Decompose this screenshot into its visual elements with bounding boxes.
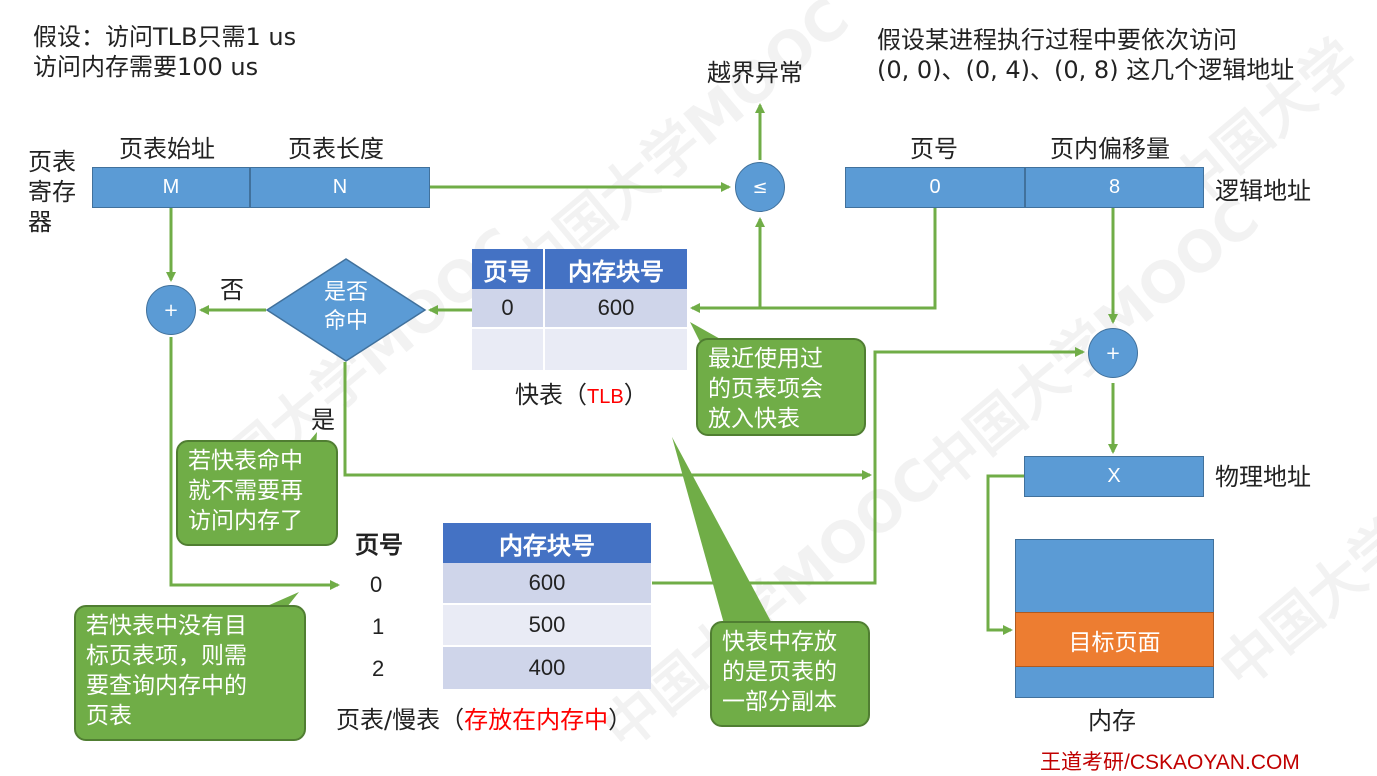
left-adder-node: + bbox=[146, 285, 196, 335]
callout-line: 访问内存了 bbox=[188, 508, 303, 534]
page-table-caption-end: ） bbox=[608, 706, 633, 734]
logical-page-cell: 0 bbox=[845, 167, 1025, 208]
callout-line: 快表中存放 bbox=[722, 629, 837, 655]
tlb-cell: 0 bbox=[472, 289, 545, 329]
page-table-register-label: 页表 寄存 器 bbox=[28, 147, 76, 237]
logical-address-label: 逻辑地址 bbox=[1215, 177, 1311, 205]
page-table-page-number: 1 bbox=[372, 614, 385, 639]
physical-address-label: 物理地址 bbox=[1215, 463, 1311, 491]
callout-line: 页表 bbox=[86, 703, 132, 729]
page-table-page-number: 0 bbox=[370, 572, 383, 597]
page-table-register-label-line: 寄存 bbox=[28, 178, 76, 206]
callout-line: 一部分副本 bbox=[722, 689, 837, 715]
page-table-caption-highlight: 存放在内存中 bbox=[464, 706, 609, 734]
callout-line: 标页表项，则需 bbox=[86, 643, 247, 669]
callout-line: 若快表命中 bbox=[188, 448, 303, 474]
right-adder-node: + bbox=[1088, 328, 1138, 378]
compare-node: ≤ bbox=[735, 162, 785, 212]
page-table-length-cell: N bbox=[250, 167, 430, 208]
process-note-line-1: 假设某进程执行过程中要依次访问 bbox=[877, 26, 1237, 54]
memory-label: 内存 bbox=[1088, 707, 1136, 735]
callout-tlb-miss: 若快表中没有目 标页表项，则需 要查询内存中的 页表 bbox=[74, 605, 306, 741]
page-table-start-header: 页表始址 bbox=[119, 135, 215, 163]
callout-line: 的是页表的 bbox=[722, 659, 837, 685]
logical-page-header: 页号 bbox=[910, 135, 958, 163]
page-table-block-cell: 500 bbox=[443, 605, 651, 647]
footer-brand: 王道考研/CSKAOYAN.COM bbox=[1040, 751, 1300, 774]
callout-line: 要查询内存中的 bbox=[86, 673, 247, 699]
logical-offset-cell: 8 bbox=[1025, 167, 1204, 208]
out-of-bounds-label: 越界异常 bbox=[707, 59, 803, 87]
tlb-header-page: 页号 bbox=[472, 249, 545, 289]
page-table-caption-text: 页表/慢表（ bbox=[336, 706, 465, 734]
tlb-cell bbox=[545, 329, 687, 370]
callout-line: 最近使用过 bbox=[708, 346, 823, 372]
hit-decision-label: 是否 命中 bbox=[265, 278, 427, 336]
callout-tlb-hit: 若快表命中 就不需要再 访问内存了 bbox=[176, 440, 338, 546]
tlb-cell: 600 bbox=[545, 289, 687, 329]
tlb-caption-text: 快表（ bbox=[515, 381, 587, 409]
page-table-register-label-line: 器 bbox=[28, 208, 52, 236]
target-page: 目标页面 bbox=[1015, 612, 1214, 667]
assumption-line-2: 访问内存需要100 us bbox=[33, 53, 259, 81]
page-table-block-header: 内存块号 bbox=[443, 523, 651, 563]
tlb-caption-highlight: TLB bbox=[587, 386, 624, 408]
hit-decision-line: 命中 bbox=[323, 309, 368, 334]
callout-line: 的页表项会 bbox=[708, 376, 823, 402]
page-table-start-cell: M bbox=[92, 167, 250, 208]
callout-line: 放入快表 bbox=[708, 406, 800, 432]
callout-line: 若快表中没有目 bbox=[86, 613, 247, 639]
callout-pointer bbox=[672, 437, 776, 631]
no-label: 否 bbox=[220, 276, 244, 304]
page-table-page-header: 页号 bbox=[355, 531, 403, 559]
hit-decision-line: 是否 bbox=[323, 280, 368, 305]
callout-recent-entries: 最近使用过 的页表项会 放入快表 bbox=[696, 338, 866, 436]
page-table-length-header: 页表长度 bbox=[288, 135, 384, 163]
tlb-caption: 快表（TLB） bbox=[515, 380, 648, 412]
page-table-block-cell: 600 bbox=[443, 563, 651, 605]
page-table-register-label-line: 页表 bbox=[28, 148, 76, 176]
physical-address-cell: X bbox=[1024, 456, 1204, 497]
callout-line: 就不需要再 bbox=[188, 478, 303, 504]
page-table-page-number: 2 bbox=[372, 656, 385, 681]
callout-tlb-copy: 快表中存放 的是页表的 一部分副本 bbox=[710, 621, 870, 727]
page-table-block-cell: 400 bbox=[443, 647, 651, 689]
hit-decision-diamond bbox=[265, 258, 427, 362]
process-note-line-2: (0, 0)、(0, 4)、(0, 8) 这几个逻辑地址 bbox=[877, 56, 1295, 84]
assumption-line-1: 假设：访问TLB只需1 us bbox=[33, 23, 297, 51]
tlb-header-block: 内存块号 bbox=[545, 249, 687, 289]
logical-offset-header: 页内偏移量 bbox=[1050, 135, 1170, 163]
tlb-cell bbox=[472, 329, 545, 370]
yes-label: 是 bbox=[311, 406, 335, 434]
tlb-caption-end: ） bbox=[623, 381, 648, 409]
page-table-caption: 页表/慢表（存放在内存中） bbox=[336, 705, 632, 735]
